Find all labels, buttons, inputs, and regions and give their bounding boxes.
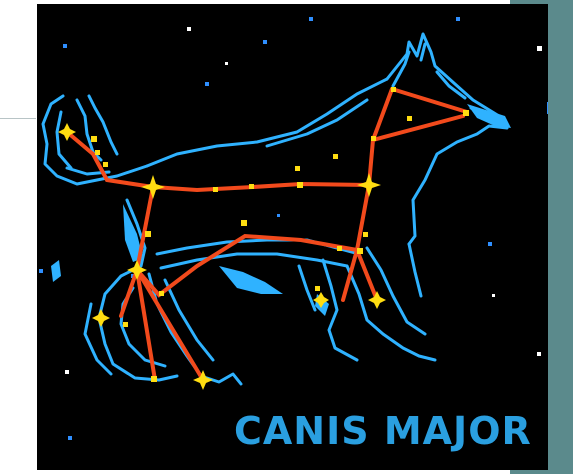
star-sirius-area: [141, 175, 165, 199]
dog-outline: [43, 34, 507, 384]
constellation-illustration: CANIS MAJOR: [37, 4, 548, 470]
left-divider: [0, 118, 36, 119]
canis-major-svg: [37, 4, 548, 470]
background-stars: [39, 17, 548, 440]
constellation-caption: CANIS MAJOR: [234, 409, 532, 453]
